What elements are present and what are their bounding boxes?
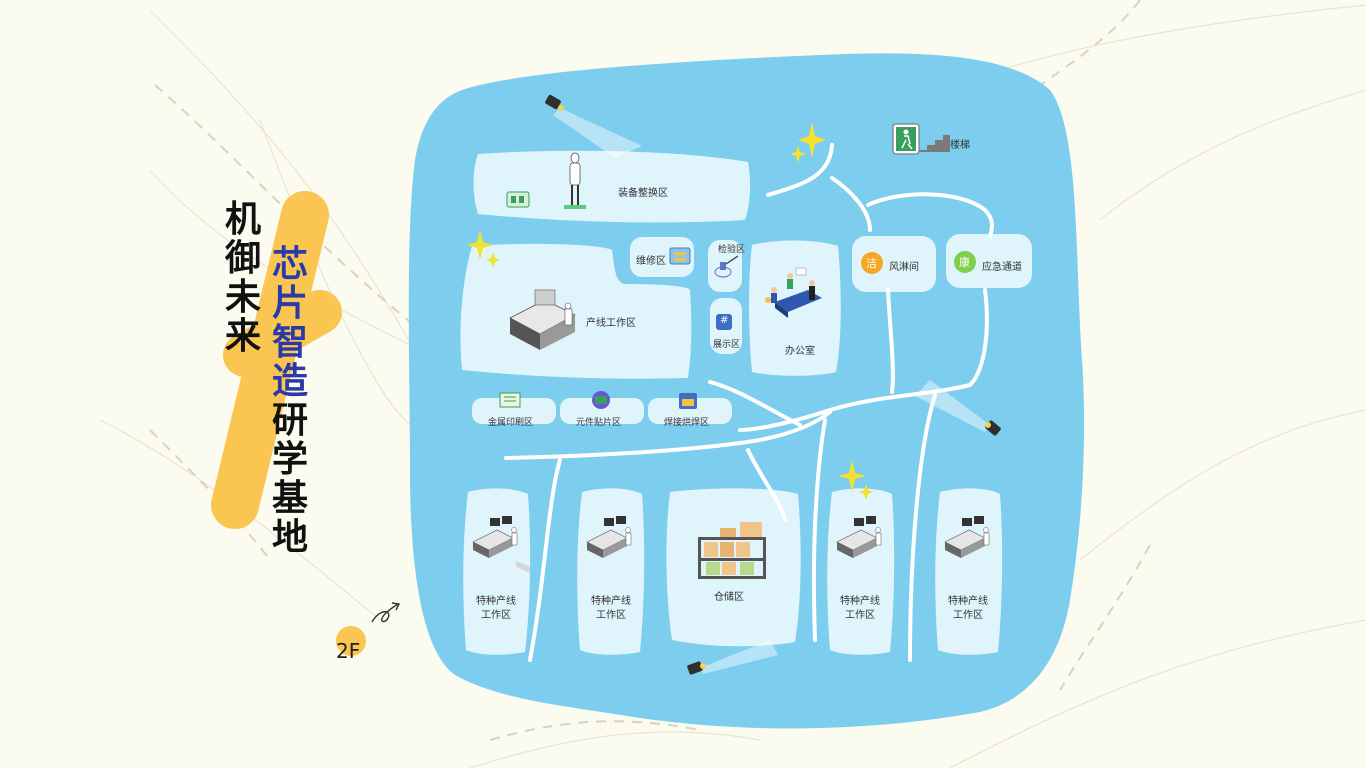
room-equipment-change (473, 150, 751, 223)
title-char: 来 (224, 316, 261, 357)
label-line: 工作区 (481, 610, 511, 621)
label-stairs: 楼梯 (950, 140, 970, 151)
label-emergency-exit: 应急通道 (982, 262, 1022, 273)
floor-arrow-icon (371, 603, 399, 623)
spotlight-icon (545, 94, 1001, 675)
floor-badge-circle (336, 626, 366, 656)
label-special-line-a: 特种产线 工作区 (461, 595, 531, 623)
room-air-shower (852, 236, 936, 292)
workstation-icon (472, 516, 518, 558)
title-char: 片 (271, 283, 308, 324)
toolbox-icon (669, 247, 691, 265)
label-line: 特种产线 (591, 596, 631, 607)
room-special-line-d (935, 488, 1003, 655)
room-component-mounting (560, 398, 644, 424)
label-exhibition: 展示区 (713, 340, 741, 350)
background-curves (99, 4, 1366, 768)
room-production-line (460, 243, 692, 379)
label-inspection: 检验区 (718, 245, 746, 255)
exhibit-badge-glyph: # (720, 315, 729, 326)
label-line: 特种产线 (476, 596, 516, 607)
label-reflow-soldering: 焊接烘焊区 (664, 418, 710, 428)
title-char: 智 (271, 322, 308, 363)
worker-icon (564, 152, 586, 209)
label-component-mounting: 元件贴片区 (576, 418, 622, 428)
label-metal-printing: 金属印刷区 (488, 418, 534, 428)
title-column-1: 机 御 未 来 (223, 200, 263, 356)
emergency-badge-icon (954, 251, 976, 273)
warehouse-shelves-icon (698, 522, 766, 579)
floor-label: 2F (336, 639, 361, 663)
emergency-badge-glyph: 康 (959, 256, 970, 269)
title-char: 御 (224, 238, 261, 279)
title-char: 造 (271, 361, 308, 402)
label-line: 特种产线 (840, 596, 880, 607)
meeting-table-icon (765, 267, 822, 318)
air-shower-badge-icon (861, 252, 883, 274)
spotlight-beams (553, 108, 990, 674)
microscope-icon (714, 255, 739, 278)
title-char: 机 (224, 199, 261, 240)
label-line: 特种产线 (948, 596, 988, 607)
room-special-line-a (463, 488, 531, 655)
label-line: 工作区 (596, 610, 626, 621)
room-maintenance (630, 237, 694, 277)
gear-station-icon (506, 191, 530, 208)
title-char: 未 (224, 277, 261, 318)
title-char: 地 (271, 517, 308, 558)
title-char: 学 (271, 439, 308, 480)
label-special-line-d: 特种产线 工作区 (933, 595, 1003, 623)
room-reflow (648, 398, 732, 424)
sparkle-icon (467, 122, 873, 500)
walkway-paths (504, 143, 994, 662)
room-metal-printing (472, 398, 556, 424)
label-maintenance: 维修区 (636, 256, 666, 267)
pick-and-place-icon (592, 391, 610, 409)
smt-machine-icon (509, 289, 576, 574)
label-equipment-change: 装备整换区 (618, 188, 668, 199)
rooms (460, 150, 1032, 655)
title-char: 研 (271, 400, 308, 441)
label-office: 办公室 (785, 346, 815, 357)
label-warehouse: 仓储区 (714, 592, 744, 603)
room-special-line-c (827, 488, 895, 655)
room-special-line-b (577, 488, 645, 655)
yellow-brush-strokes (211, 191, 342, 529)
reflow-oven-icon (679, 393, 697, 409)
label-line: 工作区 (845, 610, 875, 621)
title-char: 基 (271, 478, 308, 519)
exhibit-badge-icon (716, 314, 732, 330)
title-column-2: 芯 片 智 造 研 学 基 地 (270, 245, 310, 557)
room-emergency-exit (946, 234, 1032, 288)
label-special-line-c: 特种产线 工作区 (825, 595, 895, 623)
label-production-line: 产线工作区 (586, 318, 636, 329)
air-shower-badge-glyph: 洁 (866, 257, 877, 270)
stencil-printer-icon (499, 392, 521, 408)
label-line: 工作区 (953, 610, 983, 621)
label-special-line-b: 特种产线 工作区 (576, 595, 646, 623)
stairs-icon (892, 123, 950, 155)
label-air-shower: 风淋间 (889, 262, 919, 273)
title-char: 芯 (271, 244, 308, 285)
